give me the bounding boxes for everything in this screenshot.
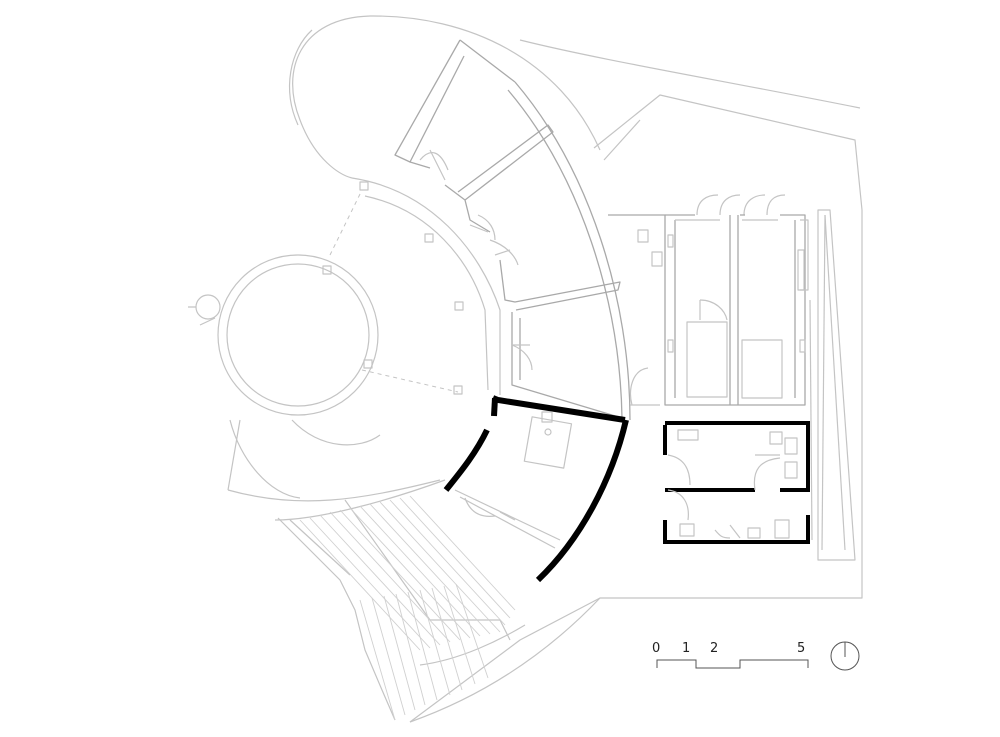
scale-bar: 0 1 2 5: [652, 641, 809, 669]
site-outline: [288, 15, 863, 723]
kitchen-details: [454, 411, 573, 549]
scale-label-5: 5: [797, 641, 805, 656]
scale-label-0: 0: [652, 641, 660, 656]
round-tower: [188, 254, 379, 416]
scale-label-2: 2: [710, 641, 718, 656]
column-markers: [322, 181, 464, 395]
right-wing: [608, 194, 856, 561]
north-arrow-icon: [830, 641, 860, 671]
highlighted-walls: [443, 395, 629, 583]
stairs: [277, 495, 526, 721]
scale-label-1: 1: [682, 641, 690, 656]
arc-rooms: [394, 39, 623, 419]
wc-block: [663, 421, 810, 544]
curved-corridor: [227, 177, 501, 521]
axis-lines: [329, 189, 459, 393]
outer-arc-wall: [507, 81, 631, 421]
